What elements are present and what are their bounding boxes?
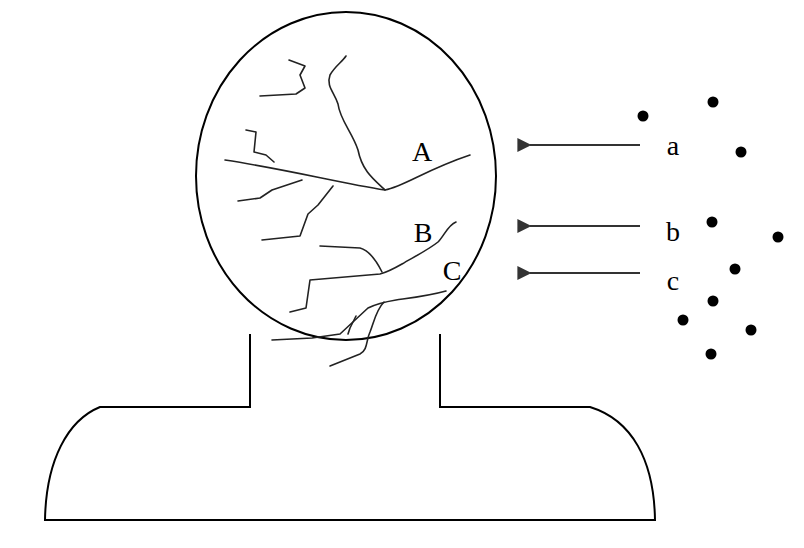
vessel-branch [246,130,274,162]
vessel-branch [348,316,356,334]
particle [707,217,718,228]
vessel-branch [320,246,382,272]
arrow-label: b [666,218,680,246]
particle [638,111,649,122]
particle-arrows [530,145,640,273]
arrow [530,225,640,227]
particles [638,97,784,360]
particle [706,349,717,360]
blood-vessels [225,56,470,366]
particle [736,147,747,158]
particle [773,232,784,243]
particle [708,97,719,108]
arrow [530,144,640,146]
vessel-label: A [412,138,432,166]
particle [730,264,741,275]
vessel-branch [238,180,302,201]
vessel-label: C [443,257,462,285]
head-outline [196,12,496,340]
vessel-c [272,291,446,340]
vessel-branch [329,56,385,190]
arrow-label: c [667,267,679,295]
particle [708,296,719,307]
vessel-branch [260,60,305,96]
vessel-branch [262,186,333,240]
arrow [530,272,640,274]
vessel-branch [330,302,384,366]
arrow-label: a [667,132,679,160]
vessel-a [225,155,470,190]
particle [746,325,757,336]
particle [678,315,689,326]
vessel-label: B [414,219,433,247]
body-outline [45,334,655,520]
